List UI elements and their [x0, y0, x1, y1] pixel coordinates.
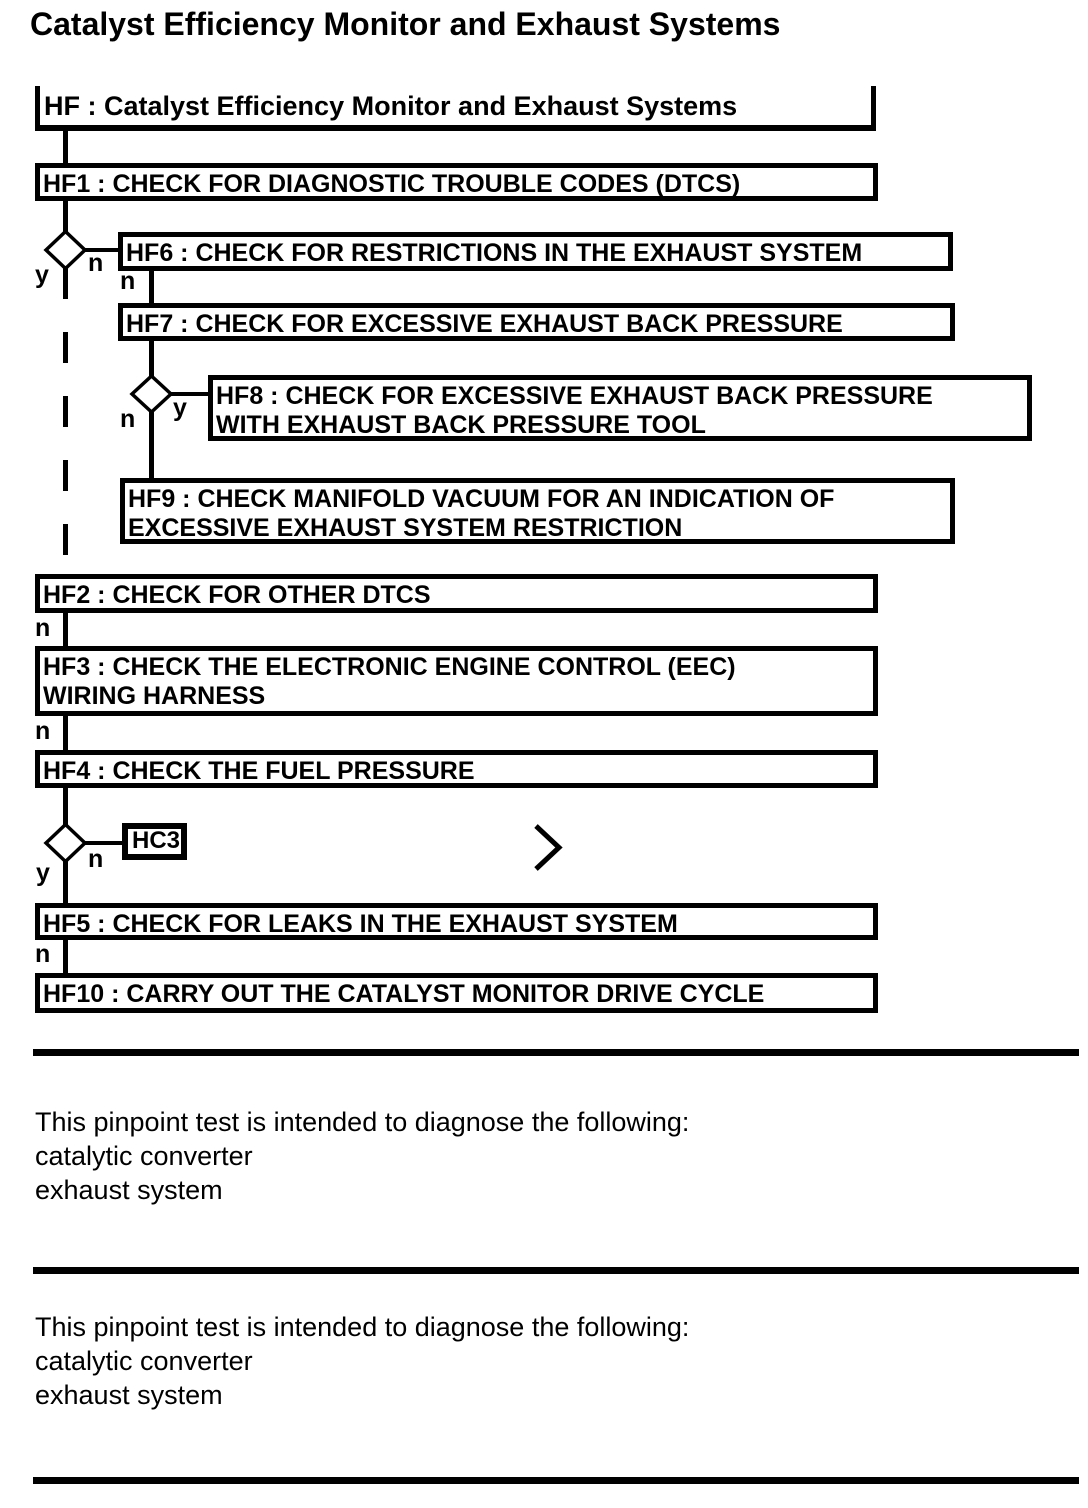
flow-node-hf10[interactable]: HF10 : CARRY OUT THE CATALYST MONITOR DR… [35, 973, 878, 1013]
pinpoint-test-note-1: This pinpoint test is intended to diagno… [35, 1107, 690, 1205]
section-divider-3 [33, 1477, 1079, 1484]
flow-node-hf-root[interactable]: HF : Catalyst Efficiency Monitor and Exh… [35, 86, 876, 131]
flow-node-hf8[interactable]: HF8 : CHECK FOR EXCESSIVE EXHAUST BACK P… [208, 375, 1032, 441]
decision-diamond-2 [129, 373, 174, 415]
decision-diamond-3 [43, 822, 88, 864]
decision-diamond-1 [43, 229, 88, 271]
pinpoint-test-note-2: This pinpoint test is intended to diagno… [35, 1312, 690, 1410]
flow-node-hf4[interactable]: HF4 : CHECK THE FUEL PRESSURE [35, 750, 878, 788]
branch-label-hf5-no: n [35, 940, 51, 968]
flow-node-hf5[interactable]: HF5 : CHECK FOR LEAKS IN THE EXHAUST SYS… [35, 903, 878, 940]
branch-label-diamond2-no: n [120, 405, 136, 433]
flow-node-hf9[interactable]: HF9 : CHECK MANIFOLD VACUUM FOR AN INDIC… [120, 478, 955, 544]
flow-node-hf7[interactable]: HF7 : CHECK FOR EXCESSIVE EXHAUST BACK P… [118, 303, 955, 341]
branch-label-diamond1-no: n [88, 249, 104, 277]
branch-label-hf3-no: n [35, 717, 51, 745]
section-divider-2 [33, 1267, 1079, 1274]
flow-node-hf2[interactable]: HF2 : CHECK FOR OTHER DTCS [35, 574, 878, 613]
branch-label-diamond3-no: n [88, 845, 104, 873]
branch-label-diamond3-yes: y [36, 859, 50, 887]
chevron-right-icon[interactable] [534, 824, 563, 871]
branch-label-hf6-no: n [120, 267, 136, 295]
flow-node-hf3[interactable]: HF3 : CHECK THE ELECTRONIC ENGINE CONTRO… [35, 646, 878, 716]
flow-node-hf1[interactable]: HF1 : CHECK FOR DIAGNOSTIC TROUBLE CODES… [35, 163, 878, 201]
branch-label-diamond2-yes: y [173, 394, 187, 422]
branch-label-hf2-no: n [35, 614, 51, 642]
section-divider-1 [33, 1049, 1079, 1056]
branch-label-diamond1-yes: y [35, 261, 49, 289]
flow-node-hf6[interactable]: HF6 : CHECK FOR RESTRICTIONS IN THE EXHA… [118, 232, 953, 271]
page-title: Catalyst Efficiency Monitor and Exhaust … [30, 6, 781, 42]
flow-node-hc3[interactable]: HC3 [122, 823, 187, 860]
